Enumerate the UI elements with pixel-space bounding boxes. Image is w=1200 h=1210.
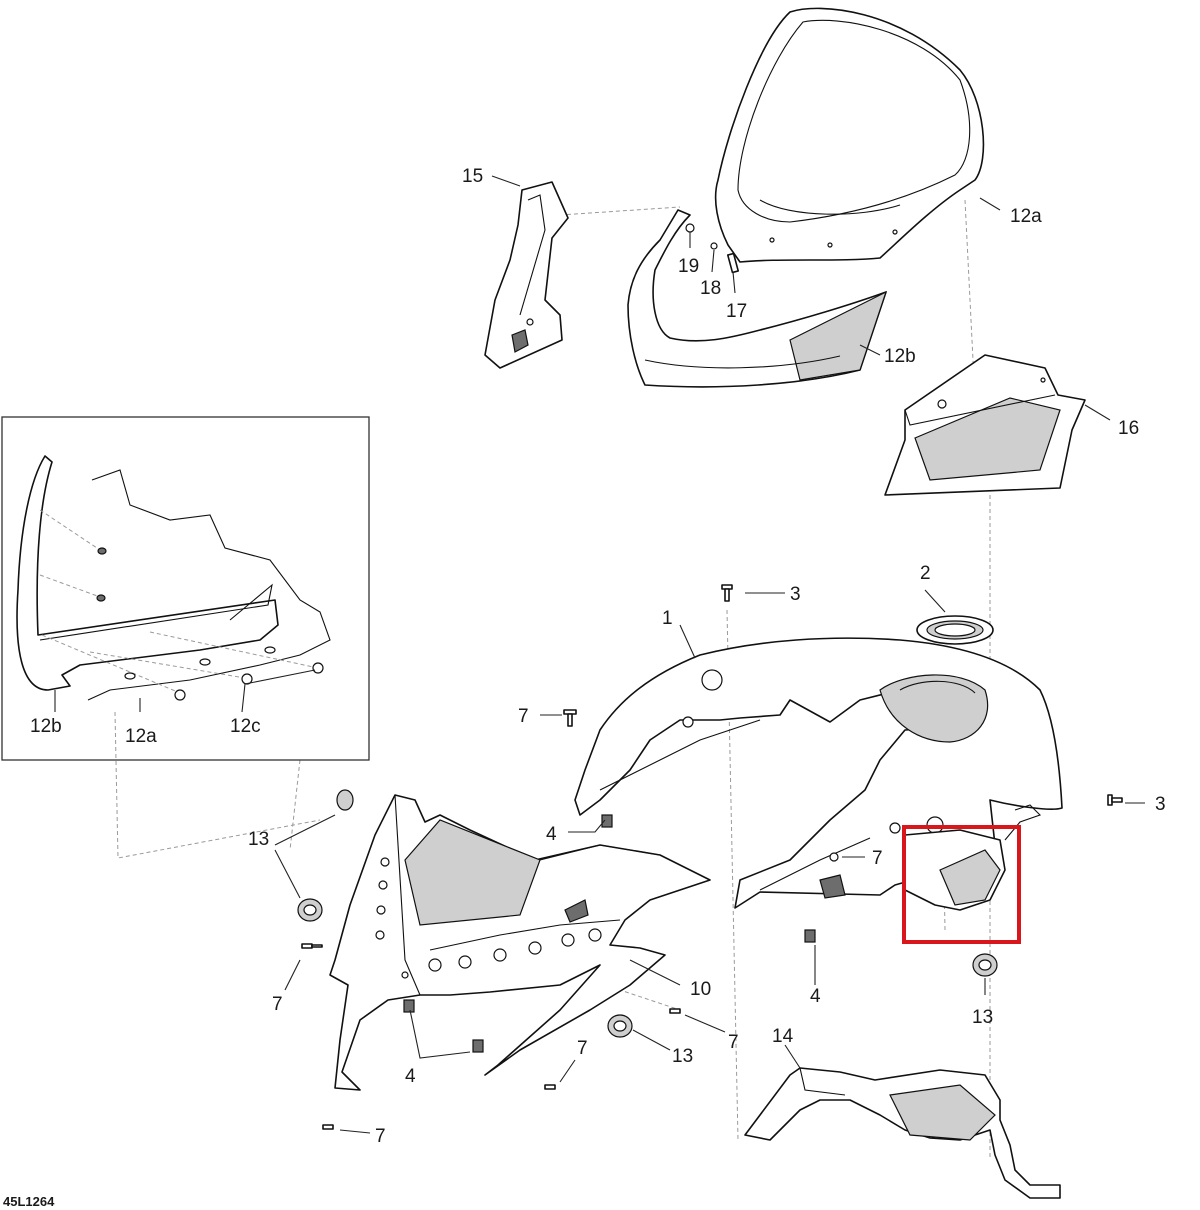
highlight-region xyxy=(902,804,1042,944)
cap-ring-2 xyxy=(916,615,994,645)
inset-detail-box xyxy=(1,416,370,761)
callout-17: 17 xyxy=(726,301,747,322)
callout-19: 19 xyxy=(678,256,699,277)
fasteners xyxy=(301,584,1123,1130)
callout-4-a: 4 xyxy=(546,824,557,845)
callout-13-a: 13 xyxy=(248,829,269,850)
callout-labels: 15 12a 19 18 17 12b 16 2 3 1 12b 12a 12c… xyxy=(3,166,1166,1209)
bracket-14 xyxy=(744,1067,1061,1199)
deflector-12b xyxy=(627,209,888,388)
hardware-17-18-19 xyxy=(685,223,740,274)
callout-12b-inset: 12b xyxy=(30,716,62,737)
bracket-15 xyxy=(484,181,569,369)
callout-14: 14 xyxy=(772,1026,794,1047)
callout-3-top: 3 xyxy=(790,584,801,605)
callout-7-d: 7 xyxy=(728,1032,739,1053)
callout-18: 18 xyxy=(700,278,721,299)
callout-12a-inset: 12a xyxy=(125,726,157,747)
callout-1: 1 xyxy=(662,608,673,629)
callout-10: 10 xyxy=(690,979,711,1000)
side-panel-16 xyxy=(884,354,1086,496)
diagram-code: 45L1264 xyxy=(3,1194,55,1209)
callout-7-a: 7 xyxy=(518,706,529,727)
callout-3-right: 3 xyxy=(1155,794,1166,815)
callout-7-f: 7 xyxy=(375,1126,386,1147)
callout-7-e: 7 xyxy=(577,1038,588,1059)
leader-lines xyxy=(54,175,1145,1134)
callout-7-c: 7 xyxy=(272,994,283,1015)
callout-4-b: 4 xyxy=(810,986,821,1007)
side-fairing-10 xyxy=(329,794,711,1091)
callout-4-c: 4 xyxy=(405,1066,416,1087)
callout-16: 16 xyxy=(1118,418,1139,439)
callout-13-b: 13 xyxy=(672,1046,693,1067)
callout-13-c: 13 xyxy=(972,1007,993,1028)
callout-12a-top: 12a xyxy=(1010,206,1042,227)
callout-7-b: 7 xyxy=(872,848,883,869)
callout-12b-top: 12b xyxy=(884,346,916,367)
callout-12c-inset: 12c xyxy=(230,716,261,737)
callout-2: 2 xyxy=(920,563,931,584)
grommets-13 xyxy=(297,789,998,1038)
callout-15: 15 xyxy=(462,166,483,187)
red-highlight-box xyxy=(902,825,1021,944)
windshield-12a xyxy=(714,7,985,263)
